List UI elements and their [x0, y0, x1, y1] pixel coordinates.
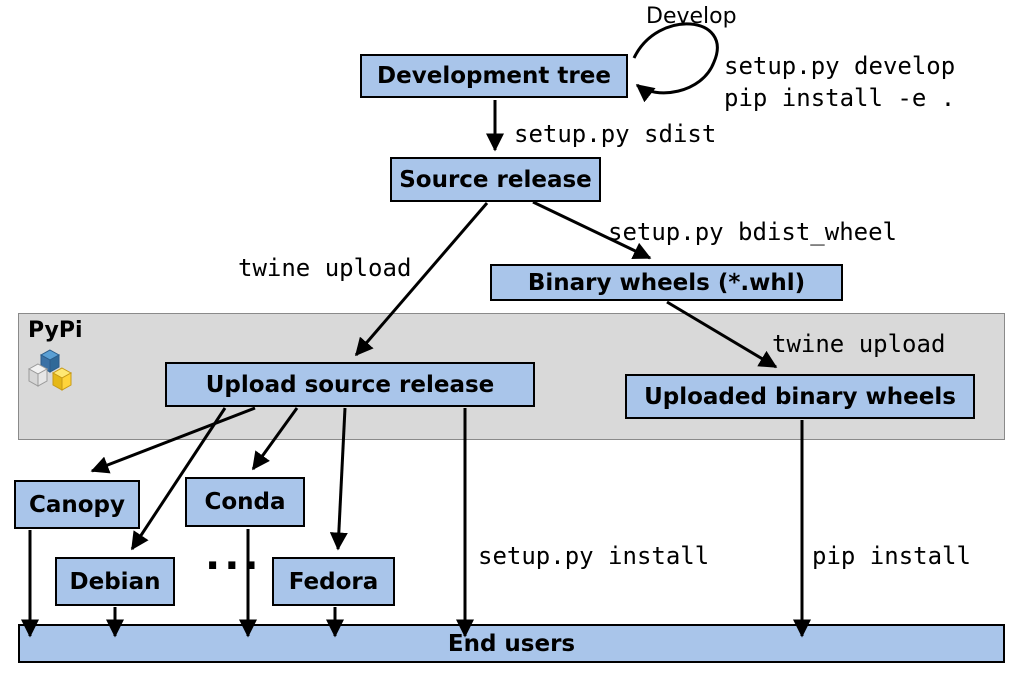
pypi-logo-svg [27, 349, 73, 391]
node-upload-source-release: Upload source release [165, 362, 535, 407]
label-twine-upload-right: twine upload [772, 330, 946, 358]
pypi-region-label: PyPi [28, 318, 83, 343]
label-pip-install-e: pip install -e . [724, 84, 956, 112]
node-debian: Debian [55, 557, 175, 606]
label-twine-upload-left: twine upload [238, 254, 412, 282]
node-source-release: Source release [390, 157, 601, 202]
label-setup-install: setup.py install [478, 542, 710, 570]
node-uploaded-binary-wheels: Uploaded binary wheels [625, 374, 975, 419]
label-sdist: setup.py sdist [514, 120, 717, 148]
label-bdist-wheel: setup.py bdist_wheel [608, 218, 897, 246]
node-development-tree: Development tree [360, 54, 628, 98]
node-binary-wheels: Binary wheels (*.whl) [490, 264, 843, 301]
node-canopy: Canopy [14, 480, 140, 529]
label-develop: Develop [646, 4, 737, 29]
node-fedora: Fedora [272, 557, 395, 606]
label-pip-install: pip install [812, 542, 971, 570]
node-conda: Conda [185, 477, 305, 527]
pypi-logo-icon [26, 348, 86, 404]
node-end-users: End users [18, 624, 1005, 663]
label-ellipsis: ... [205, 533, 263, 579]
arrow-develop-self-loop [632, 22, 719, 103]
label-setup-develop: setup.py develop [724, 52, 956, 80]
